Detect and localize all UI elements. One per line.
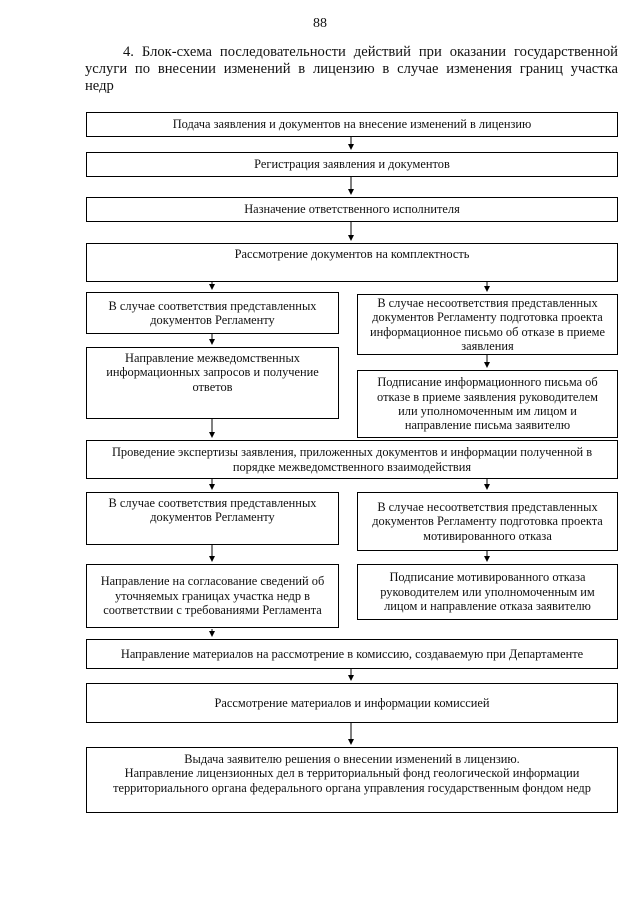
flow-box-final-decision: Выдача заявителю решения о внесении изме…	[86, 747, 618, 813]
final-decision-line-2: Направление лицензионных дел в территори…	[113, 766, 591, 795]
flow-box-sign-motivated-refusal: Подписание мотивированного отказа руково…	[357, 564, 618, 620]
flow-box-commission-review: Рассмотрение материалов и информации ком…	[86, 683, 618, 723]
page-number: 88	[313, 16, 327, 31]
flow-box-submit-application: Подача заявления и документов на внесени…	[86, 112, 618, 137]
flow-box-send-to-commission: Направление материалов на рассмотрение в…	[86, 639, 618, 669]
flow-box-interagency-requests: Направление межведомственных информацион…	[86, 347, 339, 419]
flow-box-expertise: Проведение экспертизы заявления, приложе…	[86, 440, 618, 479]
flow-box-assign-executor: Назначение ответственного исполнителя	[86, 197, 618, 222]
flow-box-registration: Регистрация заявления и документов	[86, 152, 618, 177]
flow-box-boundaries-coordination: Направление на согласование сведений об …	[86, 564, 339, 628]
final-decision-line-1: Выдача заявителю решения о внесении изме…	[184, 752, 520, 766]
flow-box-review-completeness: Рассмотрение документов на комплектность	[86, 243, 618, 282]
flow-box-documents-mismatch-1: В случае несоответствия представленных д…	[357, 294, 618, 355]
flow-box-documents-match-1: В случае соответствия представленных док…	[86, 292, 339, 334]
section-heading: 4. Блок-схема последовательности действи…	[85, 44, 618, 94]
flow-box-documents-mismatch-2: В случае несоответствия представленных д…	[357, 492, 618, 551]
flow-box-sign-refusal-letter: Подписание информационного письма об отк…	[357, 370, 618, 438]
flow-box-documents-match-2: В случае соответствия представленных док…	[86, 492, 339, 545]
